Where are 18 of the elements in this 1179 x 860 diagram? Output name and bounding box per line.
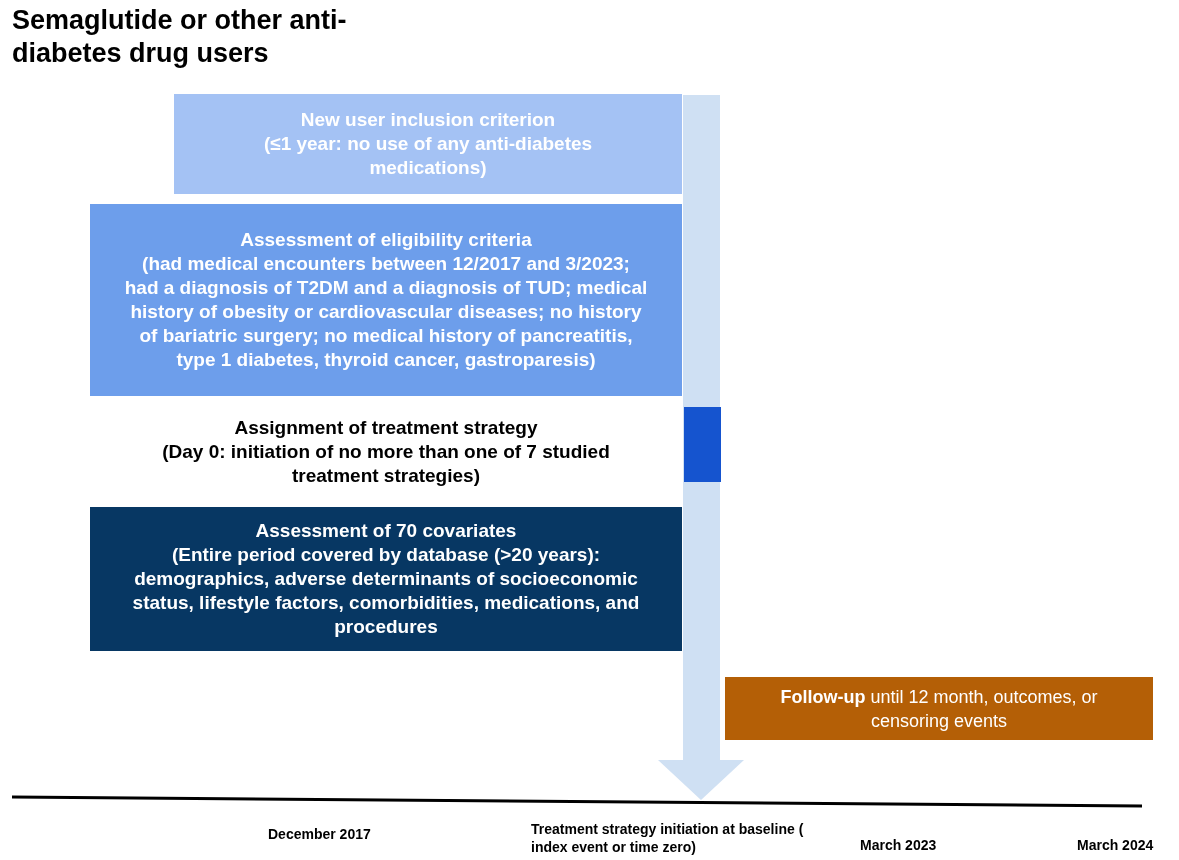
box-heading: New user inclusion criterion	[300, 108, 556, 132]
box-text: (had medical encounters between 12/2017 and 3/2023; had a diagnosis of T2DM and a diagnosis of TUD; medical history of obesity or cardiovascular diseases; no history of bariatric surgery; no medical history of pancreatitis, type 1 diabetes, thyroid cancer, gastroparesis)	[124, 252, 648, 372]
criteria-box	[90, 204, 682, 396]
date-label: March 2024	[1077, 836, 1155, 854]
box-text: (Day 0: initiation of no more than one of 7 studied treatment strategies)	[161, 440, 611, 488]
follow-up-box	[725, 677, 1153, 740]
date-label: December 2017	[268, 825, 372, 843]
box-text: Follow-up until 12 month, outcomes, or censoring events	[779, 685, 1099, 733]
box-heading: Assessment of 70 covariates	[255, 519, 517, 543]
box-text: (Entire period covered by database (>20 years): demographics, adverse determinants of socioeconomic status, lifestyle factors, comorbidities, medications, and procedures	[131, 543, 641, 639]
criterion-box	[174, 94, 682, 194]
box-heading: Assignment of treatment strategy	[234, 416, 538, 440]
date-label: Treatment strategy initiation at baseline ( index event or time zero)	[531, 820, 805, 856]
covariates-box	[90, 507, 682, 651]
date-label: March 2023	[860, 836, 938, 854]
box-heading: Assessment of eligibility criteria	[240, 228, 532, 252]
box-text: (≤1 year: no use of any anti-diabetes medications)	[262, 132, 594, 180]
diagram-title: Semaglutide or other anti-diabetes drug users	[12, 4, 348, 70]
